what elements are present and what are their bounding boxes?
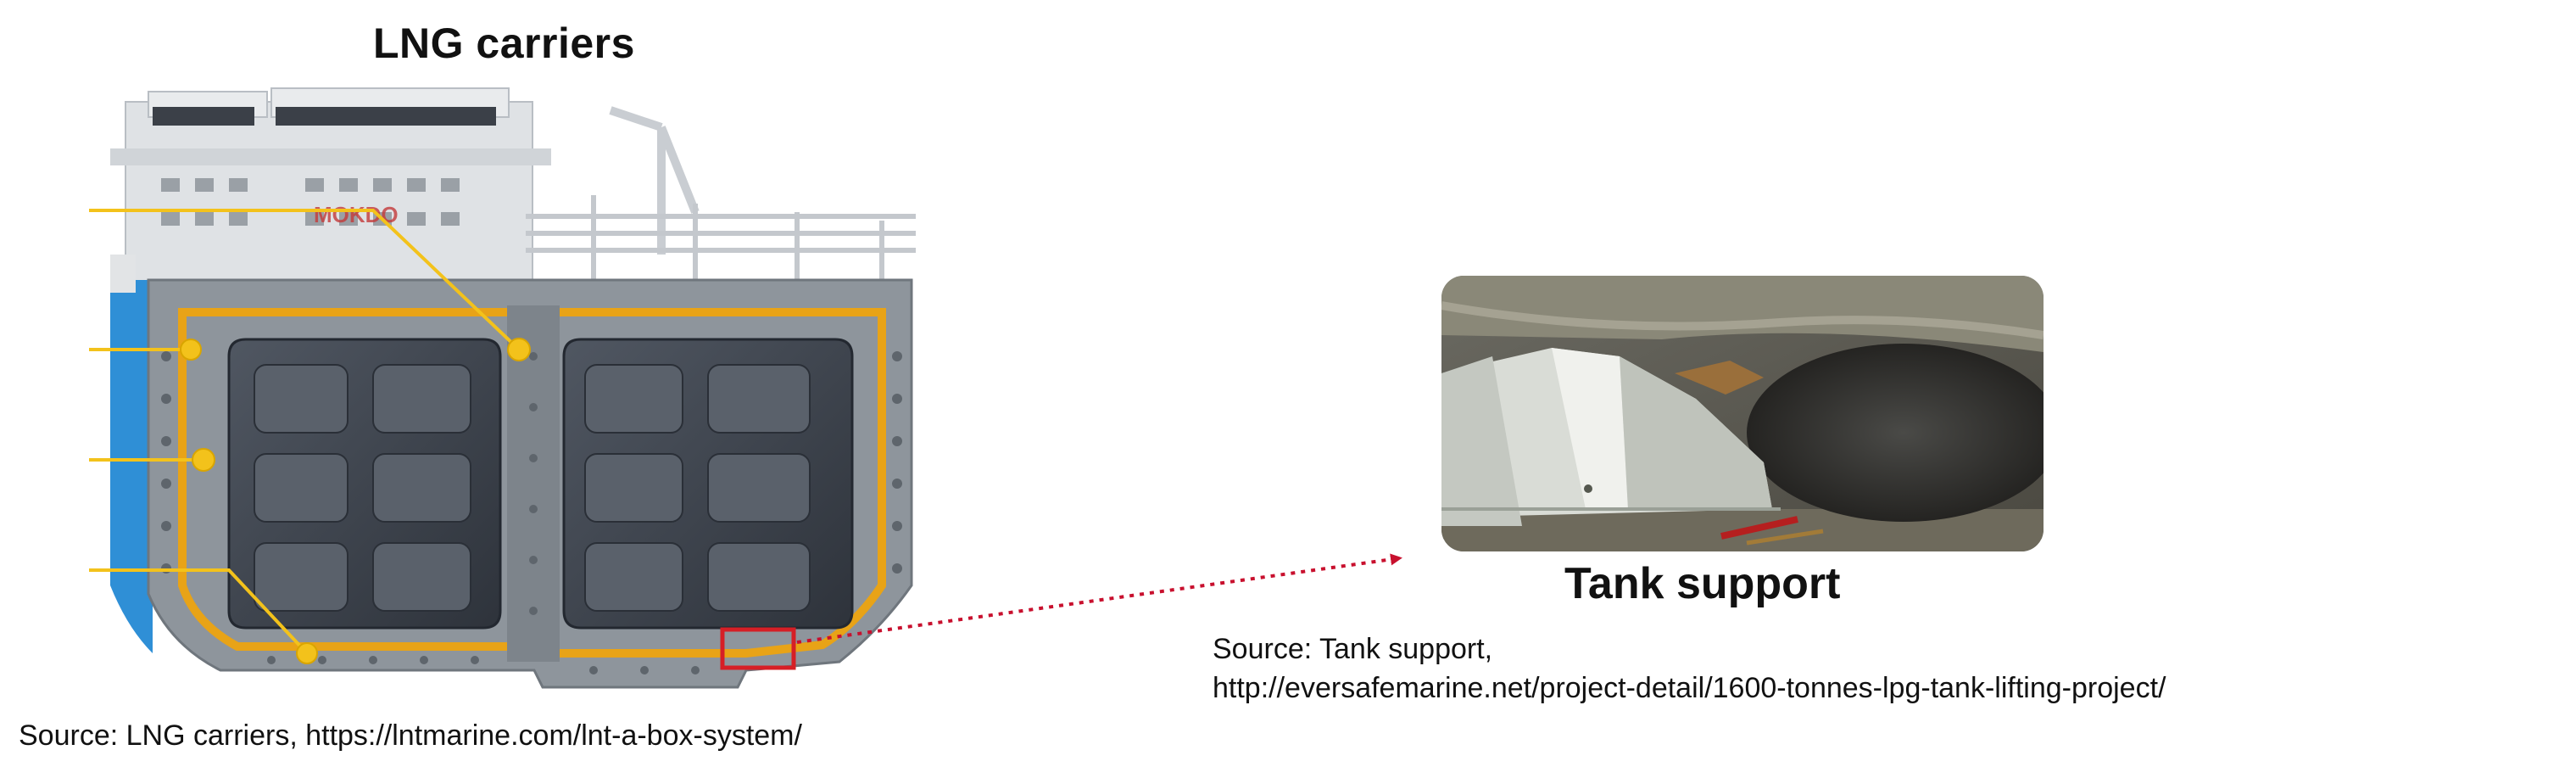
hull-openings [161,351,902,674]
cargo-tank-left [227,338,502,630]
insulation-barrier [178,308,886,658]
tank-support-source: Source: Tank support, http://eversafemar… [1213,630,2166,708]
cargo-tank-right [562,338,854,630]
lng-carriers-title: LNG carriers [373,20,635,67]
lng-carrier-illustration: MOKDO [89,87,916,689]
tank-support-highlight-box [720,627,796,670]
ship-superstructure: MOKDO [110,87,551,285]
lng-carriers-source: Source: LNG carriers, https://lntmarine.… [19,719,802,752]
tank-support-photo [1441,276,2044,551]
tank-support-source-line1: Source: Tank support, [1213,633,1493,665]
tank-support-title: Tank support [1564,559,1841,608]
tank-support-source-link[interactable]: http://eversafemarine.net/project-detail… [1213,672,2166,704]
callout-lines [89,209,521,655]
callout-dots [180,338,531,664]
hull-blue-side [110,280,153,653]
deck-piping [526,195,916,280]
center-cofferdam [507,305,560,662]
